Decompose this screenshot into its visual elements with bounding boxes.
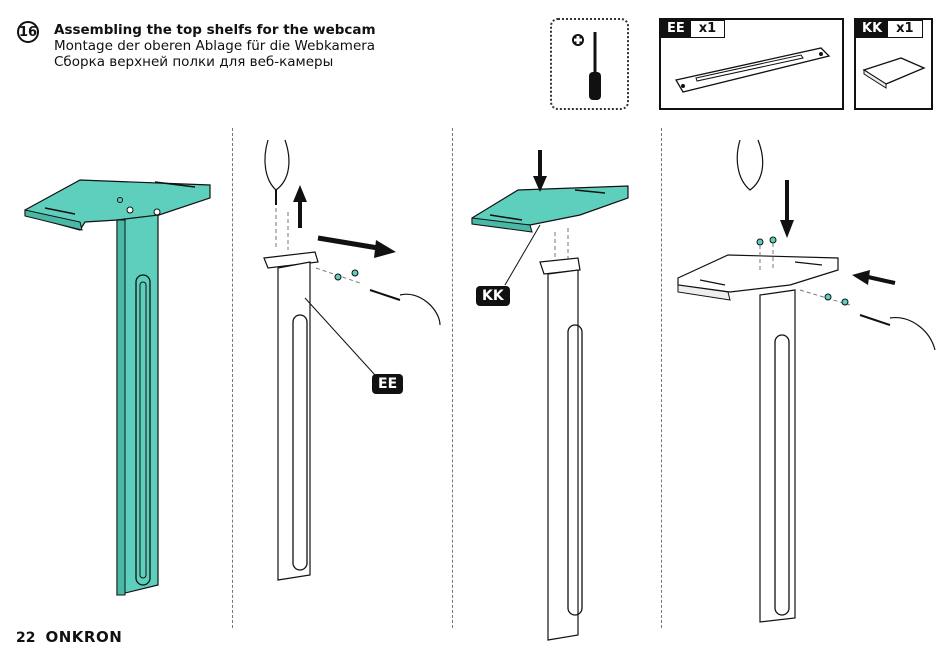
callout-kk: KK <box>476 286 510 306</box>
callout-ee: EE <box>372 374 403 394</box>
panel3-shelf-kk <box>472 150 628 640</box>
panel4-final-fix <box>678 140 935 622</box>
page-number: 22 <box>16 630 35 646</box>
footer: 22 ONKRON <box>16 628 122 646</box>
panel1-assembled-shelf <box>25 180 210 595</box>
panel2-bracket-ee <box>264 140 440 580</box>
brand-logo: ONKRON <box>45 628 122 646</box>
